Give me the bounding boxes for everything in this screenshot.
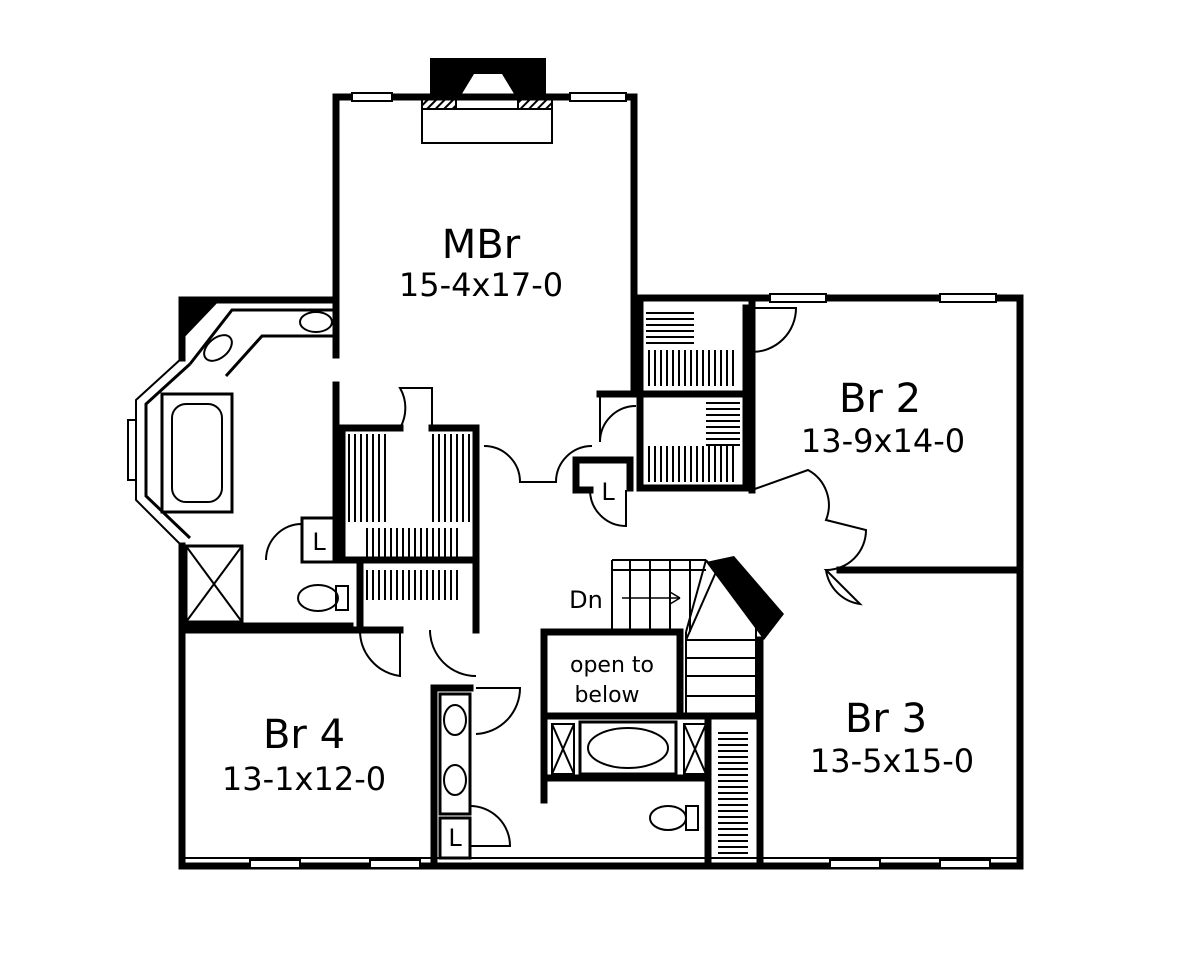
mbr-name: MBr — [442, 222, 521, 268]
linen-hall-bath: L — [448, 824, 462, 852]
br2-dimensions: 13-9x14-0 — [801, 422, 965, 460]
open-to-below-line2: below — [574, 683, 639, 708]
br4-dimensions: 13-1x12-0 — [222, 760, 386, 798]
doors — [265, 307, 868, 847]
staircase — [612, 556, 784, 717]
exterior-walls — [127, 92, 1024, 870]
mbr-dimensions: 15-4x17-0 — [399, 266, 563, 304]
open-to-below-line1: open to — [570, 653, 654, 678]
fixtures — [160, 308, 707, 860]
interior-walls — [178, 294, 1024, 870]
br3-name: Br 3 — [845, 696, 927, 742]
br2-name: Br 2 — [839, 376, 921, 422]
closets — [346, 308, 748, 856]
br4-name: Br 4 — [263, 712, 345, 758]
br3-dimensions: 13-5x15-0 — [810, 742, 974, 780]
stairs-down-label: Dn — [569, 586, 603, 614]
linen-master-bath: L — [312, 528, 326, 556]
linen-hall: L — [601, 478, 615, 506]
